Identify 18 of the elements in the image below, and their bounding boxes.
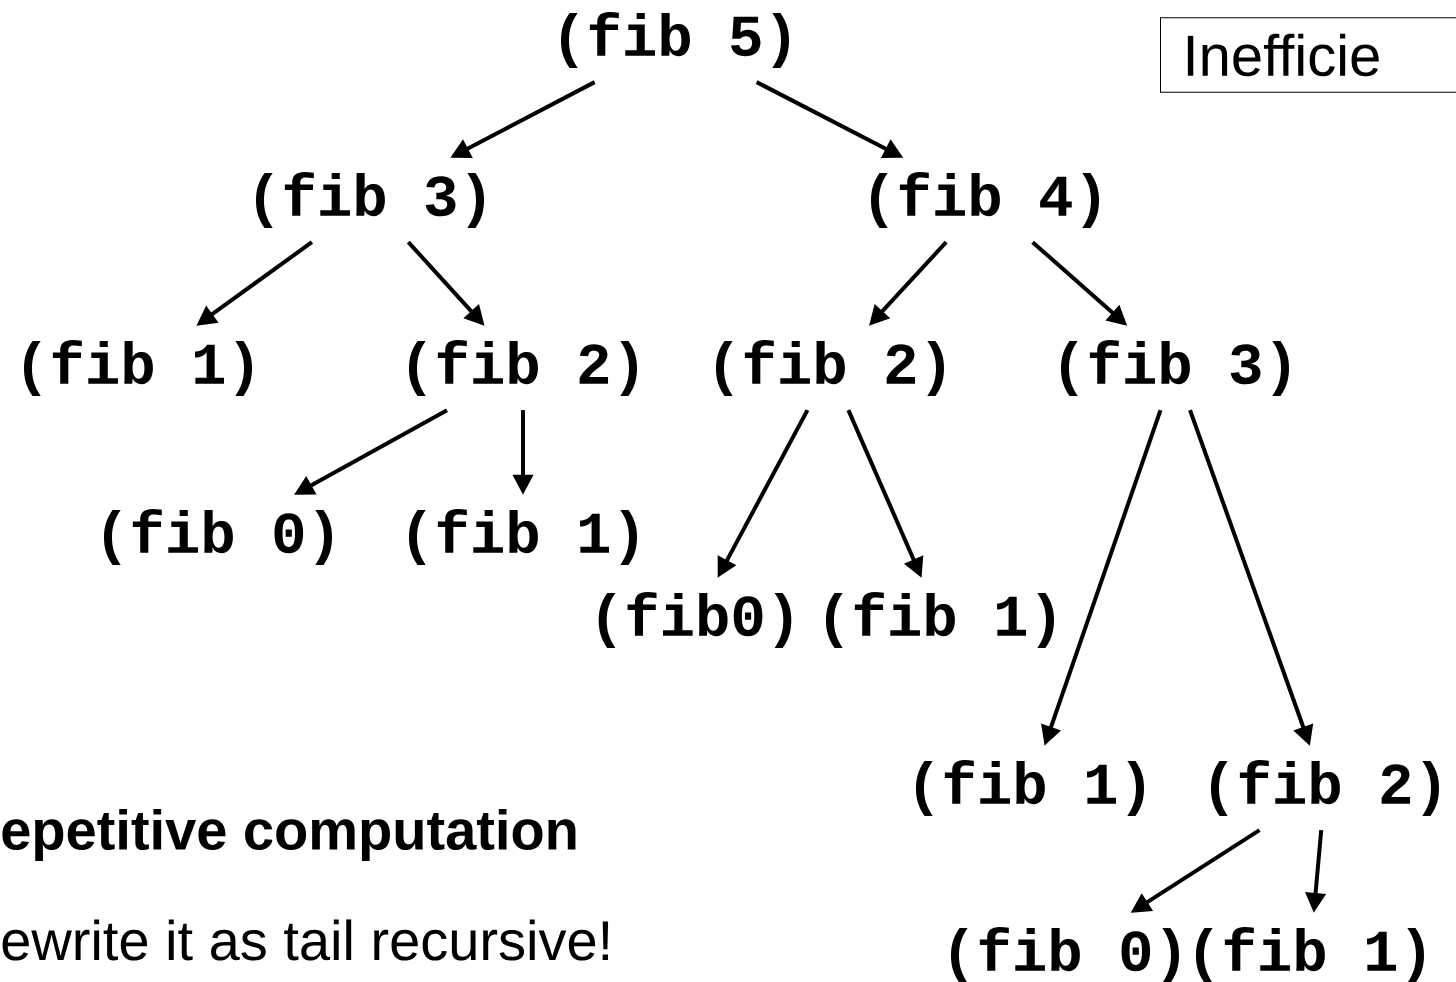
- call-label: (fib 1): [409, 509, 637, 565]
- call-label: (fib 4): [871, 172, 1099, 228]
- call-label: (fib 2): [1211, 760, 1439, 816]
- call-label: (fib 0): [951, 927, 1179, 982]
- slide-text: epetitive computation: [2, 808, 576, 862]
- call-label: (fib 1): [1196, 927, 1424, 982]
- call-label: (fib 3): [1061, 340, 1289, 396]
- call-label: (fib 1): [24, 340, 252, 396]
- call-label: (fib 2): [409, 340, 637, 396]
- call-label: (fib0): [598, 592, 792, 648]
- call-label: (fib 1): [916, 760, 1144, 816]
- call-label: (fib 5): [561, 12, 789, 68]
- call-label: (fib 0): [104, 509, 332, 565]
- slide-text: ewrite it as tail recursive!: [2, 919, 609, 961]
- title-box: Inefficie: [1160, 17, 1456, 93]
- call-label: (fib 2): [716, 340, 944, 396]
- call-label: (fib 1): [826, 592, 1054, 648]
- call-label: (fib 3): [256, 172, 484, 228]
